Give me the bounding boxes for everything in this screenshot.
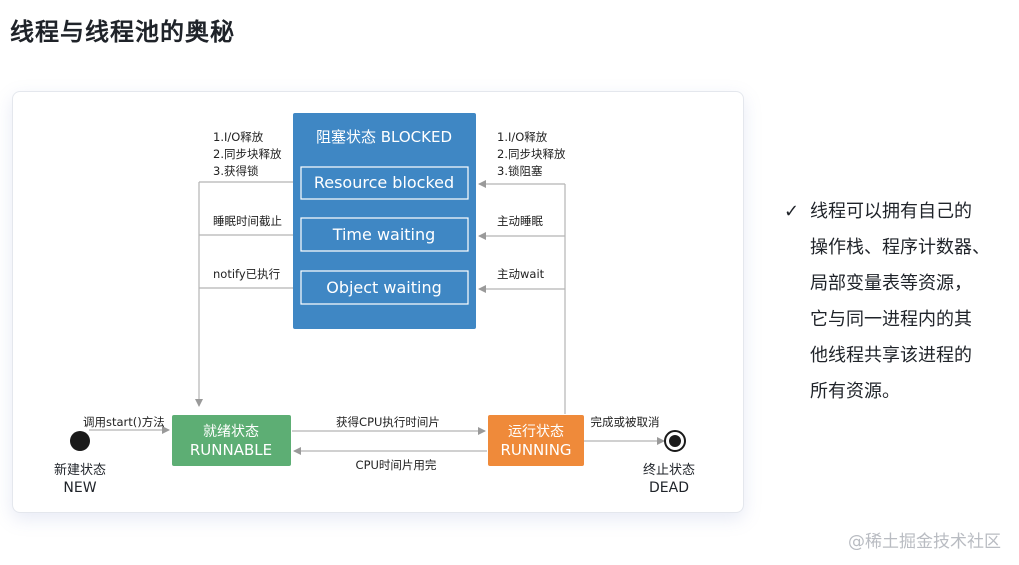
running-state-en: RUNNING xyxy=(500,441,571,459)
note-line: 线程可以拥有自己的 xyxy=(810,201,972,222)
edge-label-active-sleep: 主动睡眠 xyxy=(497,214,543,228)
side-note: ✓ 线程可以拥有自己的 操作栈、程序计数器、 局部变量表等资源， 它与同一进程内… xyxy=(784,194,1010,410)
blocked-state-title: 阻塞状态 BLOCKED xyxy=(316,128,452,146)
thread-state-diagram: 阻塞状态 BLOCKED Resource blocked Time waiti… xyxy=(54,113,695,496)
edge-label-left-release-3: 3.获得锁 xyxy=(213,164,259,178)
new-state-cn: 新建状态 xyxy=(54,462,106,478)
object-waiting-box xyxy=(300,270,469,305)
dead-state-cn: 终止状态 xyxy=(643,462,695,478)
check-icon: ✓ xyxy=(784,201,800,222)
watermark: @稀土掘金技术社区 xyxy=(848,532,1001,552)
edge-label-notify: notify已执行 xyxy=(213,267,280,281)
running-state-cn: 运行状态 xyxy=(508,424,564,440)
time-waiting-label: Time waiting xyxy=(332,225,436,244)
note-line: 局部变量表等资源， xyxy=(810,273,972,294)
page-title: 线程与线程池的奥秘 xyxy=(10,18,235,46)
new-state-node xyxy=(70,431,90,451)
edge-label-right-block-1: 1.I/O释放 xyxy=(497,130,548,144)
runnable-state-cn: 就绪状态 xyxy=(203,424,259,440)
dead-state-en: DEAD xyxy=(649,480,689,496)
connector-lines xyxy=(89,180,665,455)
note-line: 他线程共享该进程的 xyxy=(810,345,972,366)
note-line: 操作栈、程序计数器、 xyxy=(810,237,990,258)
runnable-state-box xyxy=(172,415,291,466)
edge-label-active-wait: 主动wait xyxy=(497,267,545,281)
edge-label-left-release-1: 1.I/O释放 xyxy=(213,130,264,144)
edge-label-right-block-2: 2.同步块释放 xyxy=(497,147,566,161)
new-state-en: NEW xyxy=(63,480,96,496)
resource-blocked-label: Resource blocked xyxy=(314,173,454,192)
dead-state-node xyxy=(669,435,681,447)
note-text: 线程可以拥有自己的 操作栈、程序计数器、 局部变量表等资源， 它与同一进程内的其… xyxy=(810,194,1010,410)
time-waiting-box xyxy=(300,217,469,252)
edge-label-call-start: 调用start()方法 xyxy=(83,415,165,429)
edge-label-done: 完成或被取消 xyxy=(591,415,660,429)
note-line: 所有资源。 xyxy=(810,381,900,402)
edge-label-cpu-used: CPU时间片用完 xyxy=(356,458,437,472)
object-waiting-label: Object waiting xyxy=(326,278,442,297)
resource-blocked-box xyxy=(300,166,469,200)
edge-label-left-release-2: 2.同步块释放 xyxy=(213,147,282,161)
edge-label-sleep-end: 睡眠时间截止 xyxy=(213,214,282,228)
runnable-state-en: RUNNABLE xyxy=(190,441,272,459)
dead-state-node-ring xyxy=(664,430,686,452)
running-state-box xyxy=(488,415,584,466)
edge-label-right-block-3: 3.锁阻塞 xyxy=(497,164,543,178)
edge-label-get-cpu: 获得CPU执行时间片 xyxy=(336,415,440,429)
diagram-card: 阻塞状态 BLOCKED Resource blocked Time waiti… xyxy=(12,91,744,513)
note-line: 它与同一进程内的其 xyxy=(810,309,972,330)
